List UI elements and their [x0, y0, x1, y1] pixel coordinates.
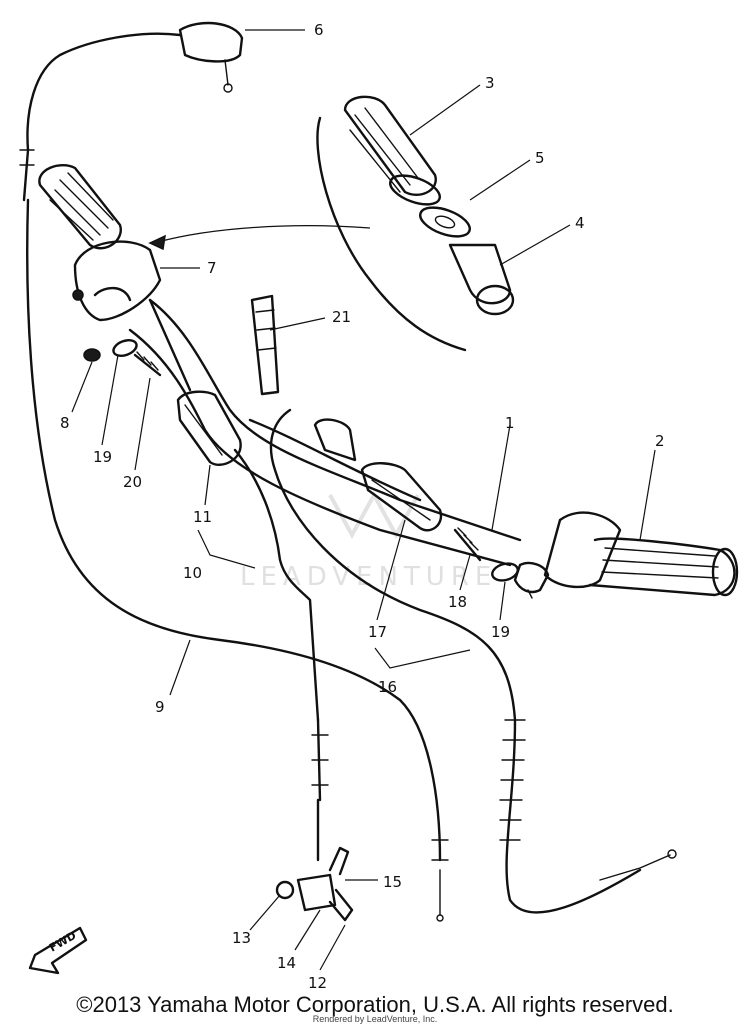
callout-16: 16	[378, 678, 397, 696]
lever-cover-left	[176, 390, 242, 466]
callout-8: 8	[60, 414, 70, 432]
copyright-notice: ©2013 Yamaha Motor Corporation, U.S.A. A…	[76, 992, 674, 1017]
callout-2: 2	[655, 432, 665, 450]
callout-1: 1	[505, 414, 515, 432]
callout-5: 5	[535, 149, 545, 167]
callout-9: 9	[155, 698, 165, 716]
right-adjusters	[453, 527, 519, 582]
callout-10: 10	[183, 564, 202, 582]
right-grip	[513, 511, 739, 599]
handlebar	[128, 298, 522, 567]
callout-19-right: 19	[491, 623, 510, 641]
clutch-cable	[269, 408, 677, 914]
leader-lines	[71, 29, 656, 971]
lever-cover-right	[313, 418, 443, 532]
callout-18: 18	[448, 593, 467, 611]
throttle-housing	[72, 240, 162, 322]
junction-block	[275, 846, 354, 922]
callout-14: 14	[277, 954, 296, 972]
callout-11: 11	[193, 508, 212, 526]
left-adjusters	[83, 339, 162, 377]
callouts: 6 3 5 4 7 21 8 19 20 11 10 1 2 18 19 17 …	[60, 21, 665, 992]
rendered-by-note: Rendered by LeadVenture, Inc.	[312, 1014, 438, 1024]
assembly-arrow	[148, 225, 371, 251]
fwd-label: FWD	[47, 929, 78, 955]
cable-strap	[250, 294, 280, 396]
callout-13: 13	[232, 929, 251, 947]
callout-20: 20	[123, 473, 142, 491]
callout-12: 12	[308, 974, 327, 992]
watermark-text: LEADVENTURE	[240, 562, 497, 592]
callout-7: 7	[207, 259, 217, 277]
callout-19-left: 19	[93, 448, 112, 466]
throttle-cable-top	[19, 21, 244, 202]
watermark: LEADVENTURE	[240, 490, 497, 592]
callout-15: 15	[383, 873, 402, 891]
callout-17: 17	[368, 623, 387, 641]
fwd-arrow-icon: FWD	[28, 926, 88, 975]
throttle-cable-long	[26, 198, 449, 922]
callout-6: 6	[314, 21, 324, 39]
callout-4: 4	[575, 214, 585, 232]
throttle-grip-exploded	[316, 95, 515, 352]
callout-21: 21	[332, 308, 351, 326]
left-grip	[38, 163, 122, 250]
callout-3: 3	[485, 74, 495, 92]
brake-cable-front	[233, 448, 329, 862]
